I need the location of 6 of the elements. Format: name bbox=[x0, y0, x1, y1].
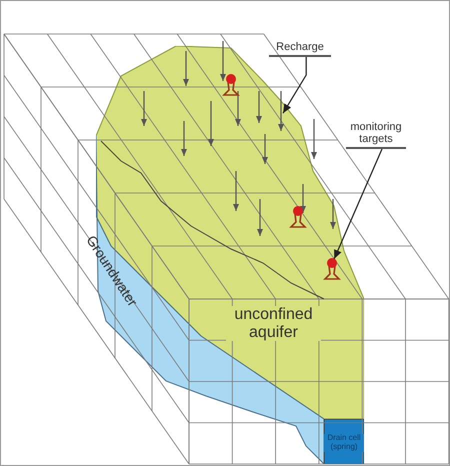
leader-line bbox=[334, 148, 383, 260]
region-label: unconfined aquifer bbox=[226, 306, 321, 342]
callout-label: Recharge bbox=[269, 41, 331, 57]
leader-line bbox=[282, 57, 307, 114]
callout-label: monitoring targets bbox=[346, 121, 406, 149]
region-label: Drain cell (spring) bbox=[324, 434, 364, 452]
